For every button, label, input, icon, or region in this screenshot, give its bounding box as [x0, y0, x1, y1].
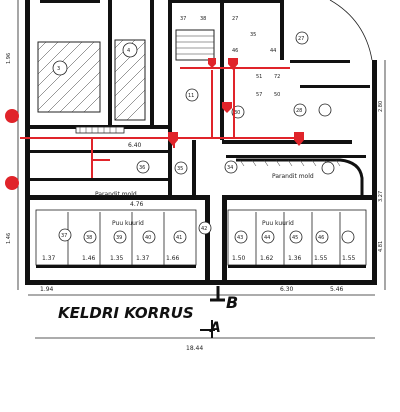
- size-label: 1.37: [42, 255, 56, 262]
- size-label: 1.35: [110, 255, 124, 262]
- unit-number: 44: [270, 48, 276, 54]
- side-dim-label: 2.80: [378, 101, 384, 112]
- unit-number: 38: [200, 16, 206, 22]
- unit-number: 27: [232, 16, 238, 22]
- dim-label: 6.40: [128, 142, 142, 149]
- storage-right: [227, 209, 367, 268]
- room-number: 39: [116, 235, 122, 241]
- unit-number: 57: [256, 92, 262, 98]
- room-number: 41: [176, 235, 182, 241]
- perimeter-walls: [17, 0, 386, 339]
- dim-label: 4.76: [130, 201, 144, 208]
- room-number: 28: [296, 108, 302, 114]
- dim-label: 5.46: [330, 286, 344, 293]
- room-circles: [52, 31, 355, 244]
- unit-number: 72: [274, 74, 280, 80]
- section-mark-a: A: [209, 320, 221, 336]
- dim-label: 6.30: [280, 286, 294, 293]
- room-number: 37: [61, 233, 67, 239]
- size-label: 1.55: [342, 255, 356, 262]
- dim-label: 1.94: [40, 286, 54, 293]
- room-number: 34: [227, 165, 233, 171]
- room-number: 45: [292, 235, 298, 241]
- room-number: 35: [177, 166, 183, 172]
- size-label: 1.46: [82, 255, 96, 262]
- room-number: 3: [57, 66, 60, 72]
- side-dim-label: 1.46: [6, 233, 12, 244]
- room-number: 40: [145, 235, 151, 241]
- side-dim-label: 3.27: [378, 191, 384, 202]
- room-number: 44: [264, 235, 270, 241]
- size-label: 1.37: [136, 255, 150, 262]
- room-number: 43: [237, 235, 243, 241]
- upper-walls: [30, 0, 370, 195]
- room-number: 30: [234, 110, 240, 116]
- unit-number: 35: [250, 32, 256, 38]
- size-label: 1.36: [288, 255, 302, 262]
- red-route: [5, 58, 304, 190]
- section-mark-b: B: [226, 293, 238, 312]
- room-number: 4: [127, 48, 130, 54]
- room-number: 11: [188, 93, 194, 99]
- corridor-label-left: Puu kuurid: [112, 220, 144, 227]
- side-dim-label: 1.96: [6, 53, 12, 64]
- size-label: 1.55: [314, 255, 328, 262]
- overall-dimension: 18.44: [186, 345, 203, 352]
- section-markers: [200, 286, 225, 338]
- size-label: 1.50: [232, 255, 246, 262]
- room-number: 36: [139, 165, 145, 171]
- side-dim-label: 4.81: [378, 241, 384, 252]
- lobby-label-right: Parandit mold: [272, 173, 314, 180]
- unit-number: 50: [274, 92, 280, 98]
- size-label: 1.62: [260, 255, 274, 262]
- unit-number: 46: [232, 48, 238, 54]
- size-label: 1.66: [166, 255, 180, 262]
- lobby-label-left: Parandit mold: [95, 191, 137, 198]
- room-number: 27: [298, 36, 304, 42]
- unit-number: 37: [180, 16, 186, 22]
- corridor-label-right: Puu kuurid: [262, 220, 294, 227]
- unit-number: 51: [256, 74, 262, 80]
- room-number: 38: [86, 235, 92, 241]
- plan-title: KELDRI KORRUS: [58, 304, 194, 322]
- room-number: 46: [318, 235, 324, 241]
- room-number: 42: [201, 226, 207, 232]
